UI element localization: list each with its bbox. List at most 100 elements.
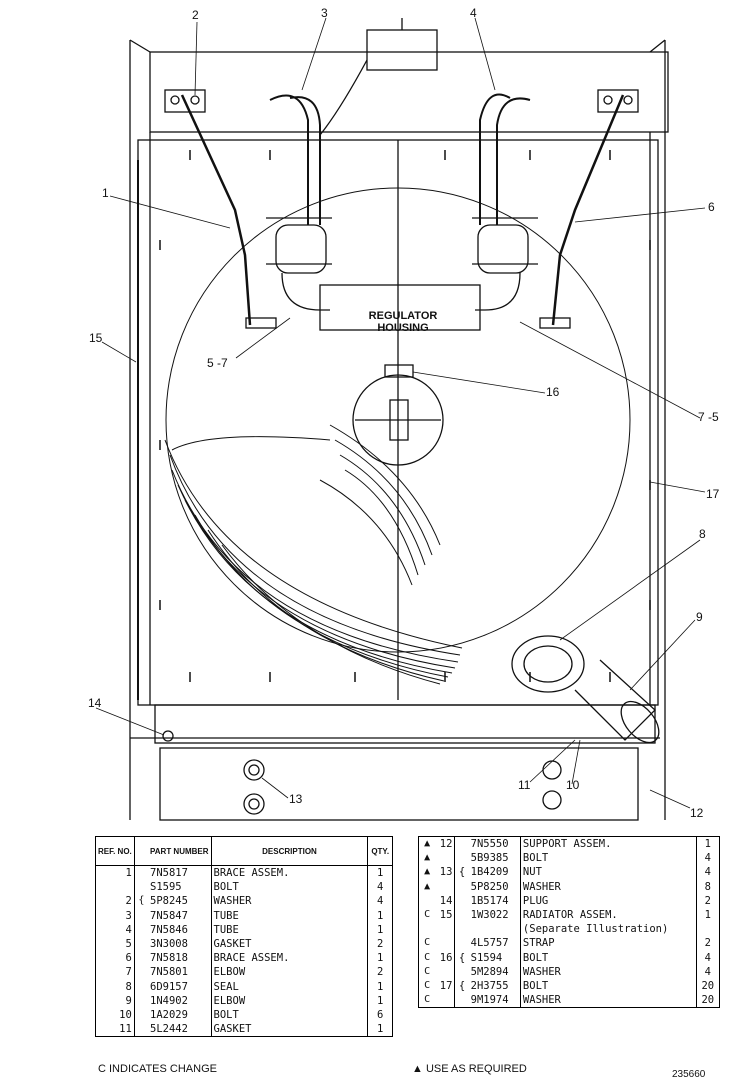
cell-desc: GASKET [211, 1022, 369, 1037]
cell-desc: ELBOW [211, 965, 369, 980]
cell-grp [455, 851, 469, 865]
cell-grp [134, 1008, 148, 1022]
callout-14: 14 [88, 696, 102, 710]
cell-grp: { [458, 951, 466, 964]
header-part-number: PART NUMBER [148, 836, 212, 866]
cell-qty: 1 [377, 1023, 384, 1036]
callout-7-5: 7 -5 [698, 410, 719, 424]
cell-ref: 2 [95, 894, 135, 909]
cell-desc: BOLT [520, 950, 697, 965]
cell-ref: 14 [435, 893, 456, 908]
callout-15: 15 [89, 331, 103, 345]
cell-qty: 8 [704, 880, 711, 893]
callout-16: 16 [546, 385, 560, 399]
cell-ref [435, 936, 456, 951]
cell-qty: 4 [704, 852, 711, 865]
cell-qty: 4 [704, 965, 711, 978]
cell-grp [134, 909, 148, 923]
header-qty: QTY. [367, 836, 393, 866]
callout-10: 10 [566, 778, 580, 792]
table-row: (Separate Illustration) [419, 922, 720, 937]
cell-grp [455, 965, 469, 979]
callout-5-7: 5 -7 [207, 356, 228, 370]
cell-pn: 7N5550 [468, 836, 521, 852]
cell-qty: 6 [377, 1008, 384, 1021]
header-description: DESCRIPTION [211, 836, 369, 866]
callout-12: 12 [690, 806, 704, 820]
cell-desc: (Separate Illustration) [520, 922, 697, 937]
cell-ref: 3 [95, 908, 135, 923]
cell-pn: 9M1974 [468, 993, 521, 1008]
cell-qty: 1 [377, 994, 384, 1007]
cell-pn: 1B4209 [468, 865, 521, 880]
cell-grp [455, 894, 469, 908]
cell-desc: BRACE ASSEM. [211, 951, 369, 966]
cell-grp [455, 908, 469, 922]
cell-pn: 3N3008 [148, 936, 212, 952]
callout-6: 6 [708, 200, 715, 214]
cell-desc: WASHER [520, 964, 697, 979]
header-ref-no: REF. NO. [95, 836, 135, 866]
cell-ref [435, 922, 456, 937]
figure-number: 235660 [672, 1069, 706, 1080]
cell-grp [134, 866, 148, 881]
cell-grp [455, 922, 469, 936]
cell-grp [134, 923, 148, 937]
cell-desc: RADIATOR ASSEM. [520, 907, 697, 923]
cell-ref: 9 [95, 993, 135, 1008]
cell-desc: WASHER [520, 879, 697, 894]
cell-pn: 5L2442 [148, 1022, 212, 1037]
cell-qty: 2 [377, 966, 384, 979]
cell-desc: ELBOW [211, 993, 369, 1008]
cell-desc: BOLT [520, 851, 697, 866]
cell-pn: 1A2029 [148, 1007, 212, 1023]
cell-qty: 2 [704, 894, 711, 907]
cell-pn: 5B9385 [468, 851, 521, 866]
cell-grp [455, 837, 469, 852]
cell-qty: 1 [704, 838, 711, 851]
cell-qty: 4 [704, 866, 711, 879]
cell-pn: 4L5757 [468, 936, 521, 951]
cell-ref: 12 [435, 836, 456, 852]
cell-ch: C [424, 937, 431, 949]
cell-grp [134, 937, 148, 951]
callout-17: 17 [706, 487, 720, 501]
exploded-parts-drawing [95, 17, 706, 821]
cell-desc: BOLT [211, 880, 369, 895]
cell-desc: BOLT [520, 978, 697, 994]
parts-list-header: REF. NO. PART NUMBER DESCRIPTION QTY. [95, 836, 393, 866]
cell-grp: { [138, 895, 145, 907]
cell-ref: 11 [95, 1022, 135, 1037]
cell-qty: 2 [377, 938, 384, 951]
cell-ch [419, 894, 436, 908]
cell-ref: 17 [435, 978, 456, 994]
cell-desc: SUPPORT ASSEM. [520, 836, 697, 852]
cell-ref [95, 880, 135, 895]
cell-qty: 4 [377, 881, 384, 894]
callout-9: 9 [696, 610, 703, 624]
cell-ref: 16 [435, 950, 456, 965]
cell-desc: SEAL [211, 979, 369, 994]
cell-grp [134, 980, 148, 994]
cell-pn: 7N5846 [148, 922, 212, 937]
cell-qty [696, 922, 719, 936]
cell-qty: 4 [704, 951, 711, 964]
cell-ref: 13 [435, 865, 456, 880]
cell-ref [435, 851, 456, 866]
cell-ch: C [424, 951, 431, 963]
